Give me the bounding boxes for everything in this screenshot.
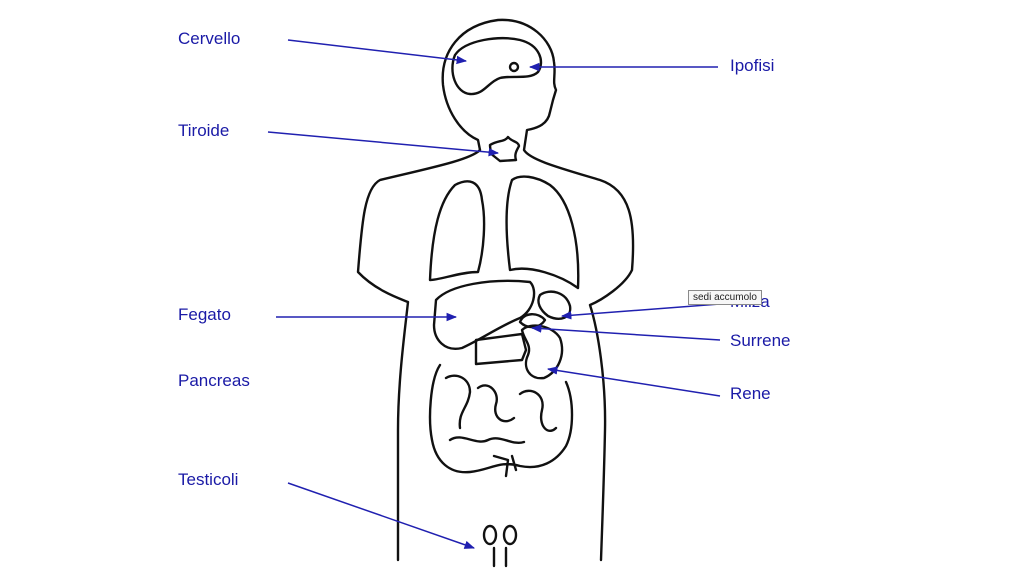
pancreas-shape [474, 332, 528, 366]
label-cervello: Cervello [178, 29, 241, 48]
arrow-milza [560, 303, 721, 320]
arrow-cervello [287, 39, 468, 65]
label-fegato: Fegato [178, 305, 231, 324]
liver-shape [432, 279, 536, 350]
left-lung [428, 180, 486, 282]
right-testis [502, 524, 518, 546]
label-rene: Rene [730, 384, 771, 403]
label-pancreas: Pancreas [178, 371, 250, 390]
intestines-shape [428, 363, 574, 478]
arrow-tiroide [267, 131, 500, 157]
arrow-surrene [530, 324, 721, 341]
right-lung [505, 175, 580, 290]
brain-shape [451, 36, 543, 96]
arrow-testicoli [287, 482, 475, 549]
body-outline [356, 18, 635, 562]
label-surrene: Surrene [730, 331, 791, 350]
label-testicoli: Testicoli [178, 470, 239, 489]
label-ipofisi: Ipofisi [730, 56, 775, 75]
penis-shape [492, 546, 508, 568]
arrow-rene [546, 366, 721, 397]
left-testis [482, 524, 498, 546]
label-tiroide: Tiroide [178, 121, 230, 140]
spleen-shape [537, 290, 572, 320]
thyroid-shape [488, 135, 521, 163]
tooltip: sedi accumolo [688, 290, 762, 305]
pituitary-shape [508, 61, 520, 73]
